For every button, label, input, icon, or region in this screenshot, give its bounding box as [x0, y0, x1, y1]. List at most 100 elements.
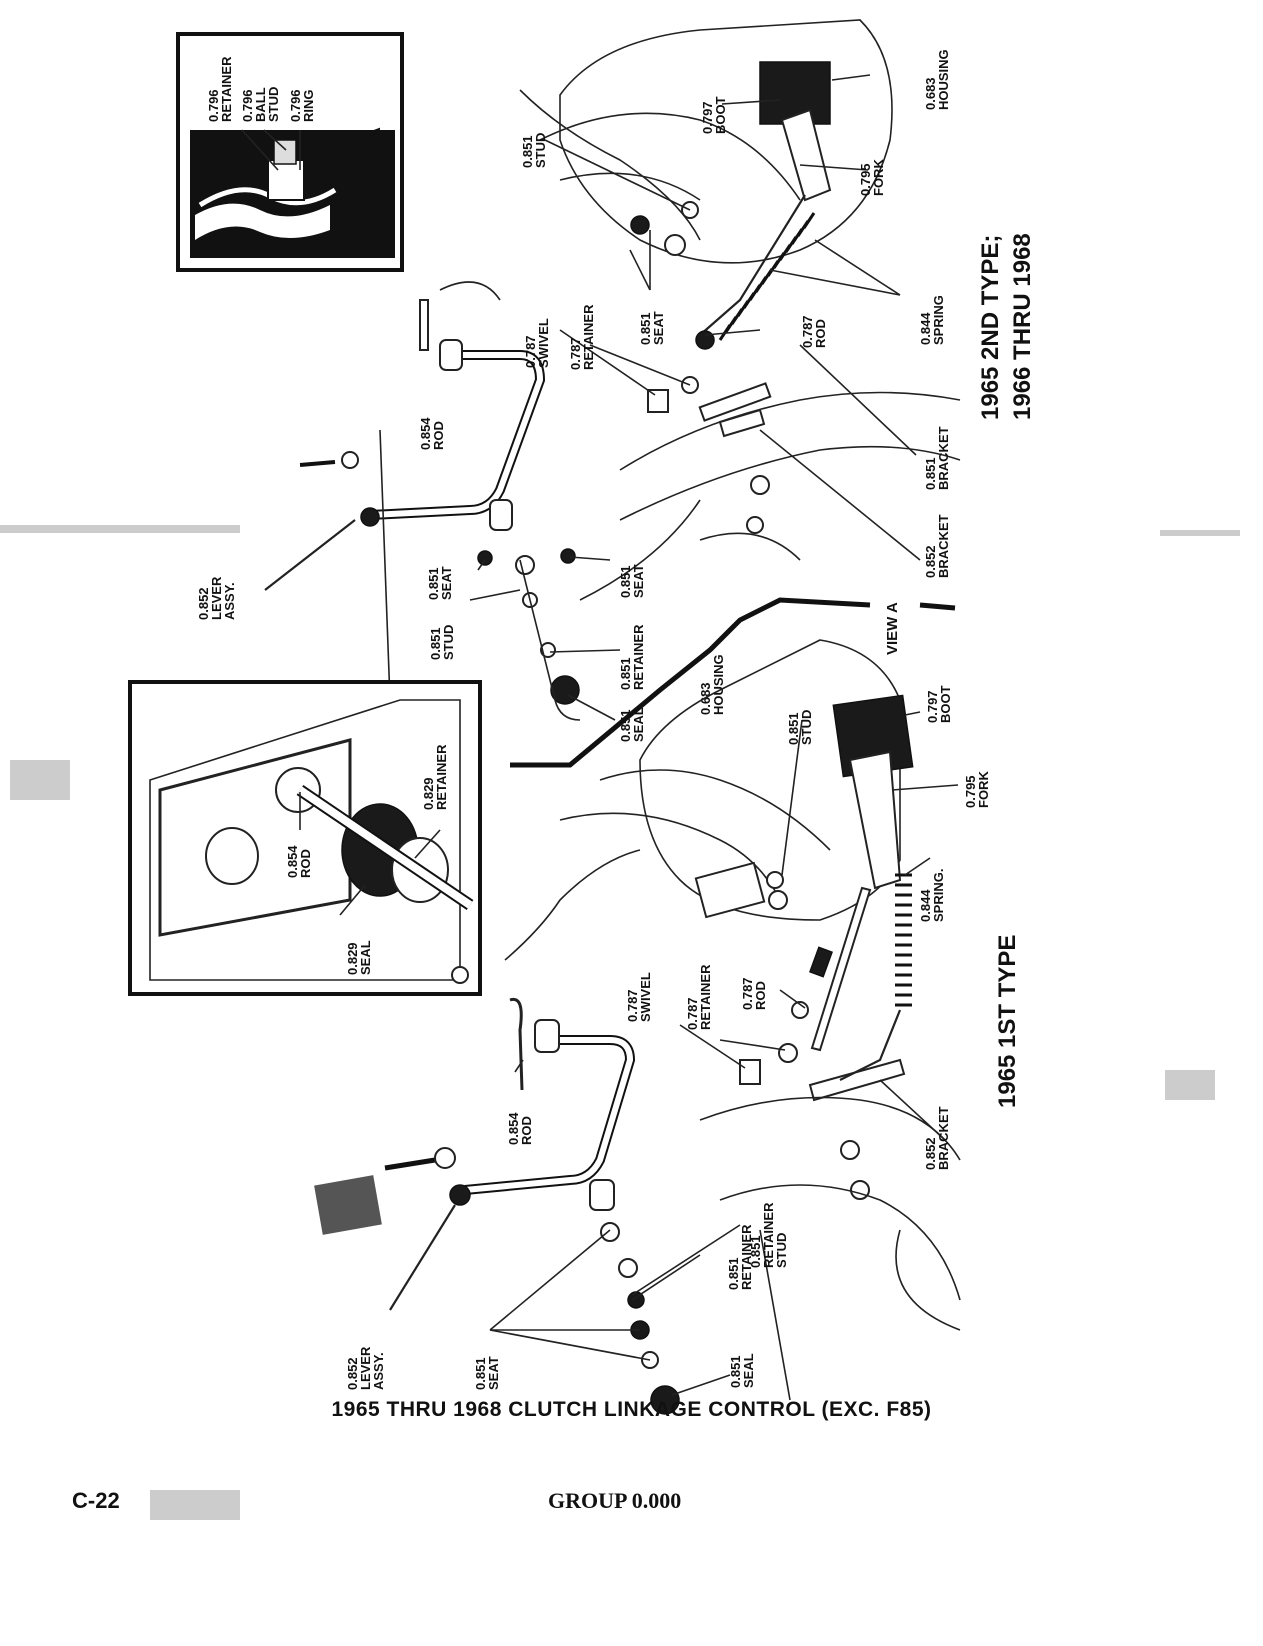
- inset-ball-stud-num: 0.796: [240, 89, 255, 122]
- lower-rod787-num: 0.787: [740, 977, 755, 1010]
- lower-retainer787-text: RETAINER: [698, 964, 713, 1030]
- svg-text:0.796RETAINER: 0.796RETAINER: [206, 56, 234, 122]
- detail-retainer-num: 0.829: [421, 777, 436, 810]
- page-number: C-22: [72, 1488, 120, 1513]
- upper-housing683-num: 0.683: [698, 682, 713, 715]
- lower-spring-text: SPRING.: [931, 869, 946, 922]
- seal-detail-inset: [128, 680, 482, 996]
- upper-housing683-text: HOUSING: [711, 654, 726, 715]
- upper-seal851-text: SEAL: [631, 707, 646, 742]
- svg-text:0.851STUD: 0.851STUD: [428, 625, 456, 660]
- lower-title: 1965 1ST TYPE: [994, 935, 1021, 1108]
- svg-text:0.787SWIVEL: 0.787SWIVEL: [625, 972, 653, 1022]
- upper-housing-num: 0.683: [923, 77, 938, 110]
- upper-seat-left-text: SEAT: [439, 566, 454, 600]
- svg-text:0.851SEAT: 0.851SEAT: [473, 1356, 501, 1390]
- lower-boot-text: BOOT: [938, 685, 953, 723]
- upper-seat-text: SEAT: [651, 311, 666, 345]
- upper-assembly-artwork: [264, 19, 961, 768]
- svg-text:0.787ROD: 0.787ROD: [740, 977, 768, 1010]
- upper-seat-right-text: SEAT: [631, 564, 646, 598]
- upper-stud851-num: 0.851: [428, 627, 443, 660]
- svg-text:0.851SEAL: 0.851SEAL: [728, 1353, 756, 1388]
- view-a-inset: [176, 32, 404, 272]
- inset-ring-num: 0.796: [288, 89, 303, 122]
- lower-retainer-stud-num: 0.851: [748, 1235, 763, 1268]
- upper-title-line1: 1965 2ND TYPE;: [977, 235, 1004, 420]
- figure-caption: 1965 THRU 1968 CLUTCH LINKAGE CONTROL (E…: [331, 1398, 932, 1421]
- svg-text:0.852BRACKET: 0.852BRACKET: [923, 1106, 951, 1170]
- upper-bracket852-num: 0.852: [923, 545, 938, 578]
- upper-spring-text: SPRING: [931, 295, 946, 345]
- svg-text:0.787ROD: 0.787ROD: [800, 315, 828, 348]
- upper-seat-left-num: 0.851: [426, 567, 441, 600]
- svg-text:0.829RETAINER: 0.829RETAINER: [421, 744, 449, 810]
- inset-retainer-text: RETAINER: [219, 56, 234, 122]
- lower-fork-text: FORK: [976, 771, 991, 808]
- svg-text:0.797BOOT: 0.797BOOT: [925, 685, 953, 723]
- scan-noise: [0, 525, 1240, 1520]
- svg-text:0.854ROD: 0.854ROD: [285, 845, 313, 878]
- lower-rod854-text: ROD: [519, 1116, 534, 1145]
- detail-retainer-text: RETAINER: [434, 744, 449, 810]
- lower-fork-num: 0.795: [963, 775, 978, 808]
- lower-boot-num: 0.797: [925, 690, 940, 723]
- inset-view-a-title: VIEW A: [367, 127, 384, 180]
- lower-seat-text: SEAT: [486, 1356, 501, 1390]
- view-a-inset-labels: 0.796RETAINER 0.796BALLSTUD 0.796RING VI…: [206, 56, 384, 180]
- svg-text:0.851BRACKET: 0.851BRACKET: [923, 426, 951, 490]
- svg-text:0.797BOOT: 0.797BOOT: [700, 96, 728, 134]
- upper-lever-num: 0.852: [196, 587, 211, 620]
- upper-lever-text: LEVER: [209, 576, 224, 620]
- upper-fork-text: FORK: [871, 159, 886, 196]
- upper-title-line2: 1966 THRU 1968: [1009, 233, 1036, 420]
- upper-seat-num: 0.851: [638, 312, 653, 345]
- upper-retainer787-text: RETAINER: [581, 304, 596, 370]
- upper-bracket851-text: BRACKET: [936, 426, 951, 490]
- upper-seat-right-num: 0.851: [618, 565, 633, 598]
- svg-text:0.683HOUSING: 0.683HOUSING: [923, 49, 951, 110]
- lower-assembly-artwork: [314, 639, 961, 1415]
- svg-text:0.844SPRING: 0.844SPRING: [918, 295, 946, 345]
- lower-lever-text: LEVER: [358, 1346, 373, 1390]
- svg-text:0.787RETAINER: 0.787RETAINER: [568, 304, 596, 370]
- lower-retainer851-num: 0.851: [726, 1257, 741, 1290]
- group-label: GROUP 0.000: [548, 1488, 682, 1513]
- detail-seal-num: 0.829: [345, 942, 360, 975]
- upper-seal851-num: 0.851: [618, 709, 633, 742]
- inset-retainer-num: 0.796: [206, 89, 221, 122]
- lower-retainer787-num: 0.787: [685, 997, 700, 1030]
- inset-ball-stud-text2: STUD: [266, 87, 281, 122]
- svg-text:0.795FORK: 0.795FORK: [858, 159, 886, 196]
- upper-retainer851-num: 0.851: [618, 657, 633, 690]
- upper-fork-num: 0.795: [858, 163, 873, 196]
- svg-text:0.854ROD: 0.854ROD: [418, 417, 446, 450]
- svg-text:0.795FORK: 0.795FORK: [963, 771, 991, 808]
- lower-spring-num: 0.844: [918, 889, 933, 922]
- svg-text:0.851RETAINER: 0.851RETAINER: [726, 1224, 754, 1290]
- detail-rod-text: ROD: [298, 849, 313, 878]
- svg-text:0.851STUD: 0.851STUD: [786, 710, 814, 745]
- upper-bracket851-num: 0.851: [923, 457, 938, 490]
- lower-stud-text: STUD: [799, 710, 814, 745]
- svg-text:0.844SPRING.: 0.844SPRING.: [918, 869, 946, 922]
- lower-labels: 0.851STUD 0.797BOOT 0.795FORK 0.844SPRIN…: [345, 685, 1021, 1390]
- upper-retainer851-text: RETAINER: [631, 624, 646, 690]
- upper-rod787-text: ROD: [813, 319, 828, 348]
- detail-seal-text: SEAL: [358, 940, 373, 975]
- upper-housing-text: HOUSING: [936, 49, 951, 110]
- lower-retainer-stud-text: RETAINER: [761, 1202, 776, 1268]
- svg-text:0.851SEAT: 0.851SEAT: [426, 566, 454, 600]
- upper-spring-num: 0.844: [918, 312, 933, 345]
- svg-text:0.851RETAINER: 0.851RETAINER: [618, 624, 646, 690]
- upper-swivel-num: 0.787: [523, 335, 538, 368]
- svg-text:0.851SEAT: 0.851SEAT: [618, 564, 646, 598]
- lower-lever-num: 0.852: [345, 1357, 360, 1390]
- lower-retainer851-text: RETAINER: [739, 1224, 754, 1290]
- svg-text:0.852LEVERASSY.: 0.852LEVERASSY.: [196, 576, 237, 620]
- upper-view-a: VIEW A: [884, 602, 901, 655]
- svg-text:0.683HOUSING: 0.683HOUSING: [698, 654, 726, 715]
- upper-retainer787-num: 0.787: [568, 337, 583, 370]
- upper-boot-text: BOOT: [713, 96, 728, 134]
